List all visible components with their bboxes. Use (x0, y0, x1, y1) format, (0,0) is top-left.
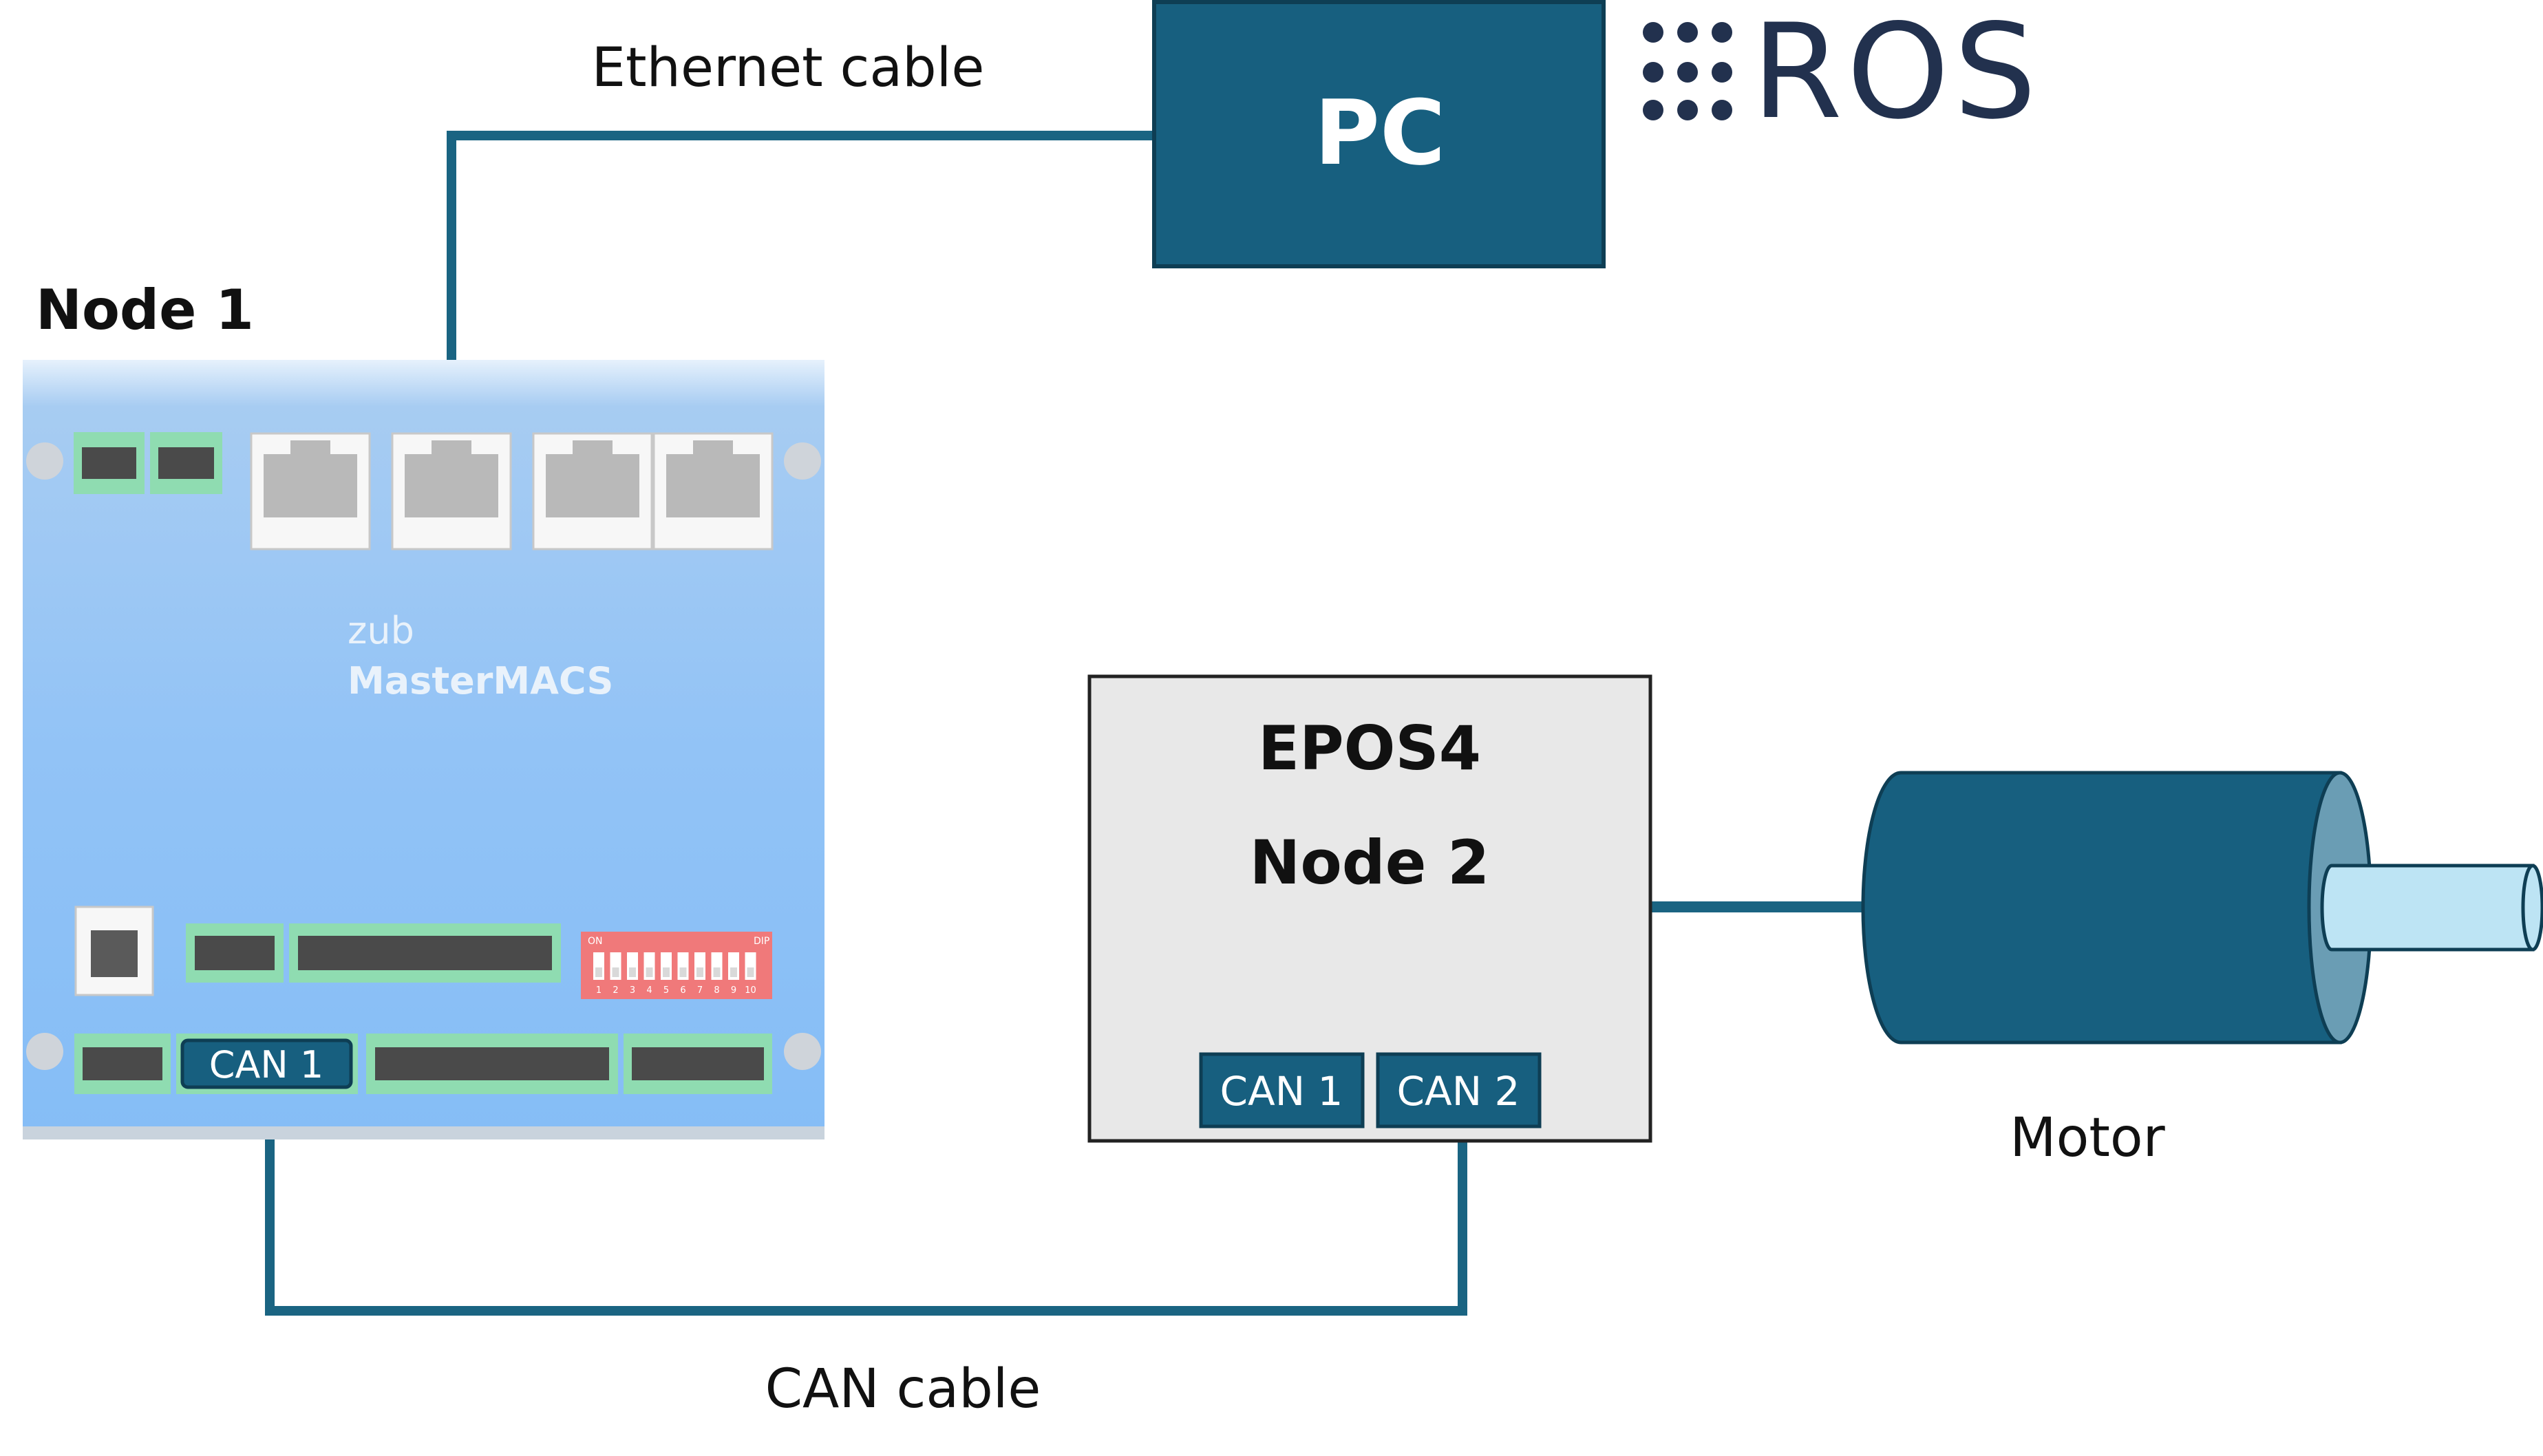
motor-shaft (2320, 864, 2535, 952)
node2-can2-port: CAN 2 (1376, 1052, 1542, 1128)
epos4-title: EPOS4 (1258, 713, 1481, 784)
dip-lever-knob-1 (595, 967, 602, 977)
node1-can1-label: CAN 1 (209, 1043, 324, 1086)
top-terminal-2 (150, 432, 222, 494)
dip-number-3: 3 (630, 985, 635, 996)
dip-number-8: 8 (714, 985, 719, 996)
pc-box: PC (1152, 0, 1606, 268)
usb-port (74, 906, 154, 996)
dip-lever-knob-6 (679, 967, 687, 977)
node1-brand-line1: zub (348, 609, 414, 652)
dip-lever-knob-3 (629, 967, 636, 977)
node2-title: Node 2 (1250, 827, 1490, 898)
ros-dots-icon (1643, 22, 1732, 120)
dip-lever-knob-5 (663, 967, 670, 977)
top-terminal-1 (74, 432, 145, 494)
screw-bottom-right (784, 1033, 821, 1070)
dip-lever-knob-10 (747, 967, 754, 977)
dip-lever-knob-8 (713, 967, 721, 977)
dip-number-10: 10 (745, 985, 756, 996)
ethernet-port-4 (652, 432, 774, 550)
can-cable-label: CAN cable (765, 1358, 1041, 1420)
can-cable (265, 1098, 1467, 1316)
io-terminal-small (186, 923, 284, 983)
ros-logo-text: ROS (1752, 0, 2041, 148)
dip-number-6: 6 (680, 985, 685, 996)
ros-logo: ROS (1643, 0, 2041, 148)
node2-can1-label: CAN 1 (1220, 1068, 1343, 1115)
ethernet-port-3 (532, 432, 653, 550)
node1-title: Node 1 (36, 278, 254, 342)
dip-number-9: 9 (731, 985, 736, 996)
bottom-terminal-4 (624, 1034, 772, 1094)
motor (1861, 771, 2543, 1045)
node2-can2-label: CAN 2 (1397, 1068, 1520, 1115)
ethernet-cable-label: Ethernet cable (592, 37, 985, 99)
dip-number-2: 2 (613, 985, 618, 996)
dip-on-label: ON (588, 936, 603, 947)
node1-brand-line2: MasterMACS (348, 659, 613, 703)
epos4-node2-box: EPOS4 Node 2 CAN 1 CAN 2 (1087, 674, 1652, 1143)
motor-label: Motor (2010, 1107, 2165, 1169)
screw-top-left (26, 442, 63, 480)
bottom-terminal-3 (366, 1034, 618, 1094)
dip-lever-knob-4 (646, 967, 653, 977)
ethernet-port-2 (391, 432, 512, 550)
motor-body (1861, 771, 2342, 1045)
dip-lever-knob-9 (730, 967, 737, 977)
dip-lever-knob-7 (696, 967, 703, 977)
dip-number-5: 5 (663, 985, 669, 996)
dip-number-7: 7 (697, 985, 703, 996)
screw-top-right (784, 442, 821, 480)
dip-number-1: 1 (596, 985, 602, 996)
node1-can1-connector: CAN 1 (176, 1034, 358, 1094)
screw-bottom-left (26, 1033, 63, 1070)
dip-name-label: DIP (754, 936, 769, 947)
motor-shaft-end (2521, 864, 2543, 952)
ethernet-port-1 (250, 432, 371, 550)
ethernet-cable (447, 131, 1156, 440)
bottom-terminal-1 (74, 1034, 171, 1094)
dip-number-4: 4 (646, 985, 652, 996)
dip-lever-knob-2 (612, 967, 619, 977)
io-terminal-large (289, 923, 561, 983)
node2-can1-port: CAN 1 (1199, 1052, 1365, 1128)
pc-label: PC (1315, 81, 1446, 185)
